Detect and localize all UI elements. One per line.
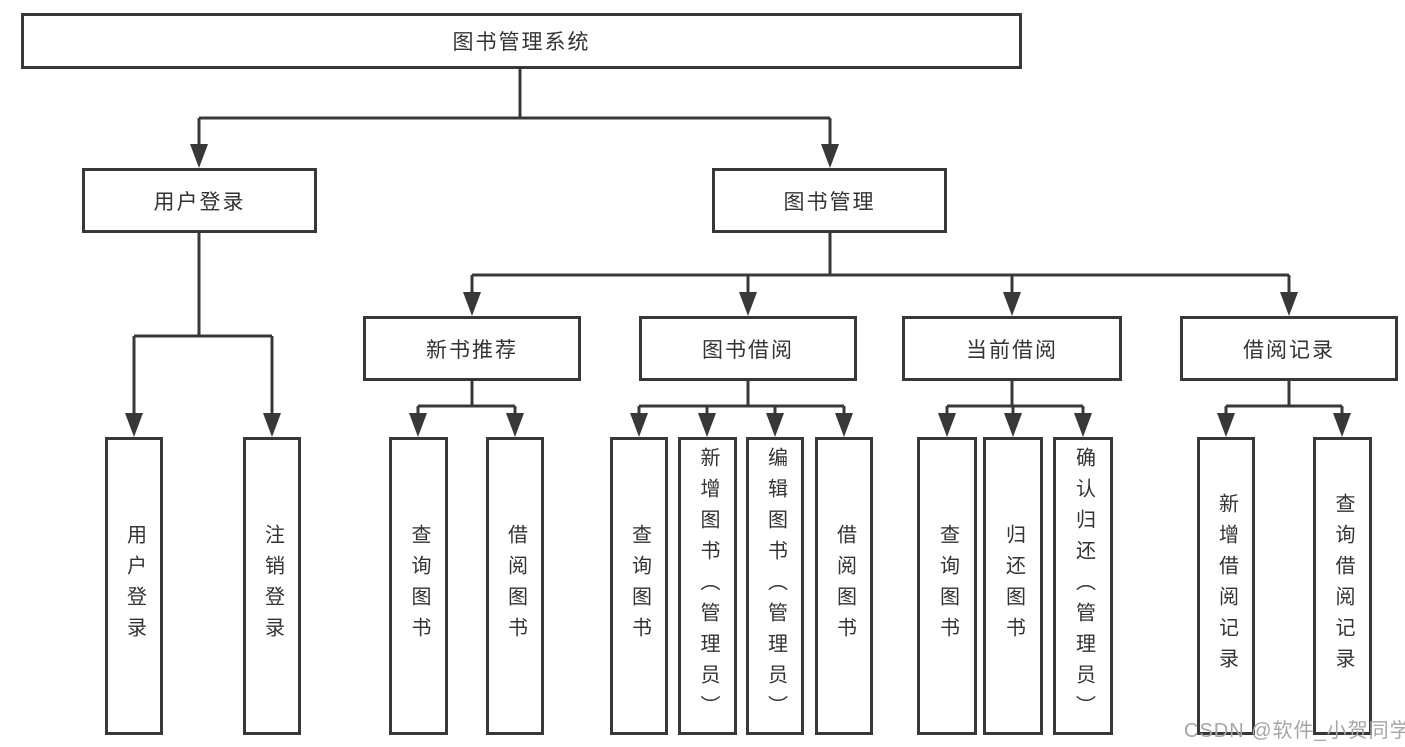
leaf-query-books-current-label: 查询图书: [936, 524, 959, 648]
leaf-borrow-books: 借阅图书: [815, 437, 873, 735]
leaf-confirm-return-admin: 确认归还（管理员）: [1053, 437, 1113, 735]
arrowhead-icon: [125, 413, 143, 437]
leaf-query-books-recommend-label: 查询图书: [408, 524, 430, 648]
leaf-edit-book-admin: 编辑图书（管理员）: [746, 437, 804, 735]
leaf-edit-book-admin-label: 编辑图书（管理员）: [764, 446, 787, 726]
leaf-logout-label: 注销登录: [261, 524, 284, 648]
connector-current-split: [938, 381, 1092, 437]
node-current-borrow-label: 当前借阅: [966, 338, 1058, 362]
watermark: CSDN @软件_小贺同学: [1184, 720, 1405, 742]
arrowhead-icon: [1280, 292, 1298, 316]
connector-root-split: [190, 69, 839, 168]
node-book-borrow-label: 图书借阅: [702, 338, 794, 362]
leaf-add-book-admin: 新增图书（管理员）: [678, 437, 737, 735]
leaf-user-login: 用户登录: [105, 437, 163, 735]
leaf-user-login-label: 用户登录: [123, 524, 146, 648]
node-new-book-recommend: 新书推荐: [363, 316, 581, 381]
arrowhead-icon: [630, 413, 648, 437]
leaf-query-borrow-record: 查询借阅记录: [1313, 437, 1372, 735]
arrowhead-icon: [821, 144, 839, 168]
node-root: 图书管理系统: [21, 13, 1022, 69]
leaf-add-borrow-record: 新增借阅记录: [1197, 437, 1255, 735]
arrowhead-icon: [938, 413, 956, 437]
connector-book-split: [463, 233, 1298, 316]
leaf-query-books-borrow-label: 查询图书: [628, 524, 651, 648]
arrowhead-icon: [1004, 413, 1022, 437]
leaf-return-book-label: 归还图书: [1002, 524, 1025, 648]
connector-bookborrow-split: [630, 381, 853, 437]
node-book-management-label: 图书管理: [783, 190, 876, 214]
node-root-label: 图书管理系统: [452, 31, 591, 54]
node-current-borrow: 当前借阅: [902, 316, 1122, 381]
arrowhead-icon: [506, 413, 524, 437]
node-borrow-records-label: 借阅记录: [1243, 338, 1335, 362]
arrowhead-icon: [1333, 413, 1351, 437]
arrowhead-icon: [766, 413, 784, 437]
connector-records-split: [1217, 381, 1351, 437]
leaf-query-books-recommend: 查询图书: [389, 437, 448, 735]
leaf-borrow-books-label: 借阅图书: [833, 524, 856, 648]
node-user-login-label: 用户登录: [153, 190, 246, 214]
arrowhead-icon: [190, 144, 208, 168]
arrowhead-icon: [409, 413, 427, 437]
arrowhead-icon: [835, 413, 853, 437]
node-book-management: 图书管理: [712, 168, 947, 233]
node-borrow-records: 借阅记录: [1180, 316, 1398, 381]
leaf-add-book-admin-label: 新增图书（管理员）: [697, 446, 719, 726]
arrowhead-icon: [1217, 413, 1235, 437]
leaf-query-borrow-record-label: 查询借阅记录: [1332, 493, 1354, 679]
arrowhead-icon: [1074, 413, 1092, 437]
leaf-borrow-books-recommend: 借阅图书: [486, 437, 544, 735]
arrowhead-icon: [263, 413, 281, 437]
connector-newbooks-split: [409, 381, 524, 437]
node-book-borrow: 图书借阅: [639, 316, 857, 381]
leaf-logout: 注销登录: [243, 437, 301, 735]
leaf-query-books-borrow: 查询图书: [610, 437, 668, 735]
leaf-confirm-return-admin-label: 确认归还（管理员）: [1072, 446, 1095, 726]
arrowhead-icon: [739, 292, 757, 316]
arrowhead-icon: [1003, 292, 1021, 316]
node-user-login: 用户登录: [82, 168, 317, 233]
arrowhead-icon: [698, 413, 716, 437]
connector-user-split: [125, 233, 281, 437]
leaf-query-books-current: 查询图书: [917, 437, 977, 735]
leaf-return-book: 归还图书: [983, 437, 1043, 735]
arrowhead-icon: [463, 292, 481, 316]
node-new-book-recommend-label: 新书推荐: [426, 338, 518, 362]
leaf-add-borrow-record-label: 新增借阅记录: [1215, 493, 1238, 679]
leaf-borrow-books-recommend-label: 借阅图书: [504, 524, 527, 648]
